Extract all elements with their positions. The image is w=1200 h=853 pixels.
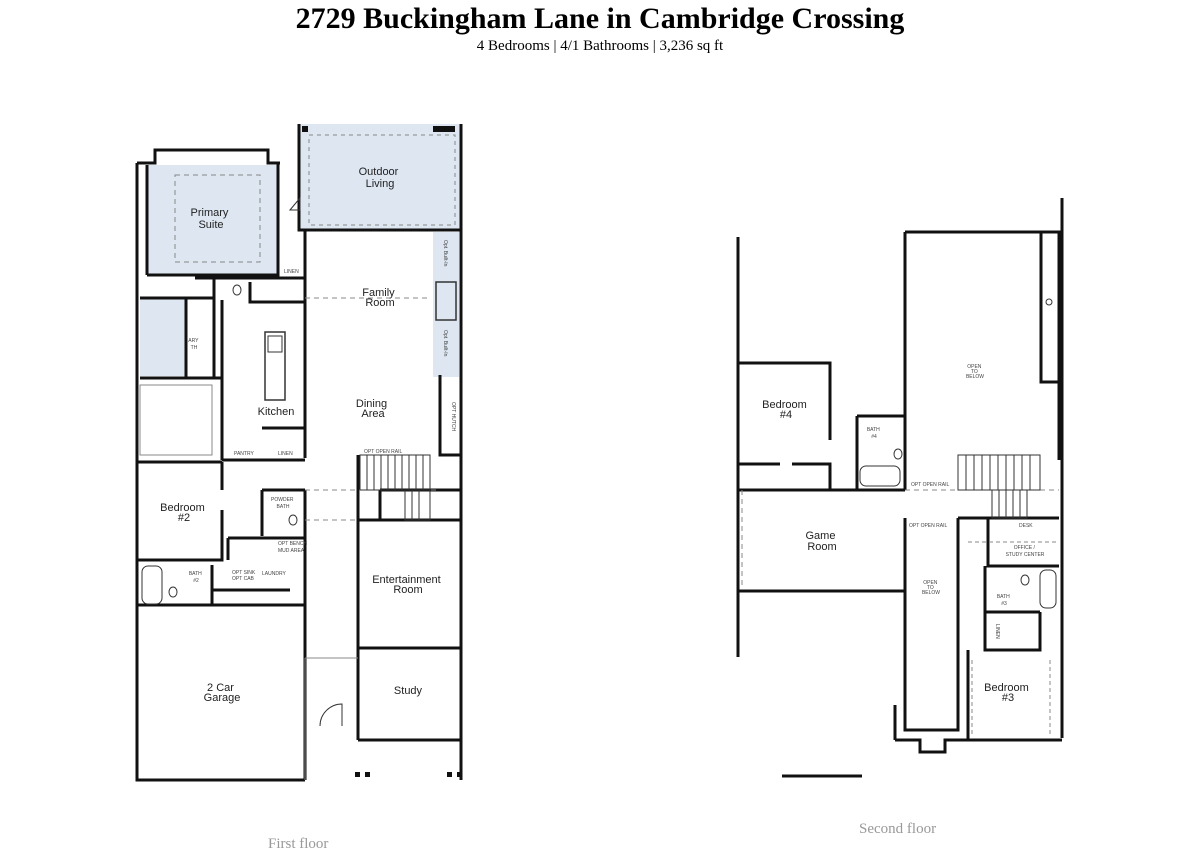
room-label-powder-bath: POWDER BATH — [271, 497, 295, 510]
label-pantry: PANTRY — [234, 451, 254, 457]
label-open-to-below-2: OPEN TO BELOW — [922, 580, 940, 596]
label-opt-hutch: OPT HUTCH — [450, 402, 456, 431]
page-title: 2729 Buckingham Lane in Cambridge Crossi… — [295, 2, 905, 35]
room-label-primary-bath: ARY TH — [188, 338, 200, 351]
room-label-bedroom-4: Bedroom #4 — [762, 399, 810, 421]
room-label-kitchen: Kitchen — [258, 406, 295, 418]
room-label-study: Study — [394, 685, 423, 697]
label-opt-bench: OPT BENCH MUD AREA — [278, 541, 308, 554]
room-label-bath-3: BATH #3 — [997, 594, 1011, 607]
room-label-bedroom-2: Bedroom #2 — [160, 502, 208, 524]
room-label-office: OFFICE / STUDY CENTER — [1006, 545, 1045, 558]
room-label-outdoor-living: Outdoor Living — [359, 166, 402, 190]
primary-bath-highlight — [140, 298, 186, 376]
label-open-to-below-1: OPEN TO BELOW — [966, 364, 984, 380]
second-floor-plan: Bedroom #4 BATH #4 Game Room OFFICE / ST… — [736, 198, 1064, 778]
room-label-entertainment-room: Entertainment Room — [372, 574, 444, 596]
outdoor-living-highlight — [299, 124, 461, 230]
page-subtitle: 4 Bedrooms | 4/1 Bathrooms | 3,236 sq ft — [476, 38, 724, 54]
label-linen: LINEN — [994, 624, 1000, 639]
label-desk: DESK — [1019, 523, 1033, 529]
first-floor-plan: Primary Suite Outdoor Living Family Room… — [135, 124, 463, 782]
family-room-highlight — [433, 232, 459, 377]
label-linen: LINEN — [278, 451, 293, 457]
room-label-game-room: Game Room — [805, 530, 838, 553]
room-label-bath-4: BATH #4 — [867, 427, 881, 440]
label-opt-open-rail-1: OPT OPEN RAIL — [911, 482, 949, 488]
room-label-primary-suite: Primary Suite — [191, 207, 232, 231]
room-label-dining-area: Dining Area — [356, 398, 390, 420]
label-laundry: LAUNDRY — [262, 571, 286, 577]
primary-suite-highlight — [147, 165, 278, 275]
label-opt-open-rail: OPT OPEN RAIL — [364, 449, 402, 455]
label-opt-sink: OPT SINK OPT CAB — [232, 570, 257, 582]
label-opt-open-rail-2: OPT OPEN RAIL — [909, 523, 947, 529]
label-opt-built-in-1: Opt. Built-In — [442, 240, 448, 267]
caption-first-floor: First floor — [268, 836, 329, 852]
label-linen-2: LINEN — [284, 269, 299, 275]
room-label-bath-2: BATH #2 — [189, 571, 203, 584]
room-label-family-room: Family Room — [362, 287, 397, 309]
label-opt-built-in-2: Opt. Built-In — [442, 330, 448, 357]
room-label-bedroom-3: Bedroom #3 — [984, 682, 1032, 704]
room-label-garage: 2 Car Garage — [204, 682, 241, 704]
caption-second-floor: Second floor — [859, 821, 937, 837]
